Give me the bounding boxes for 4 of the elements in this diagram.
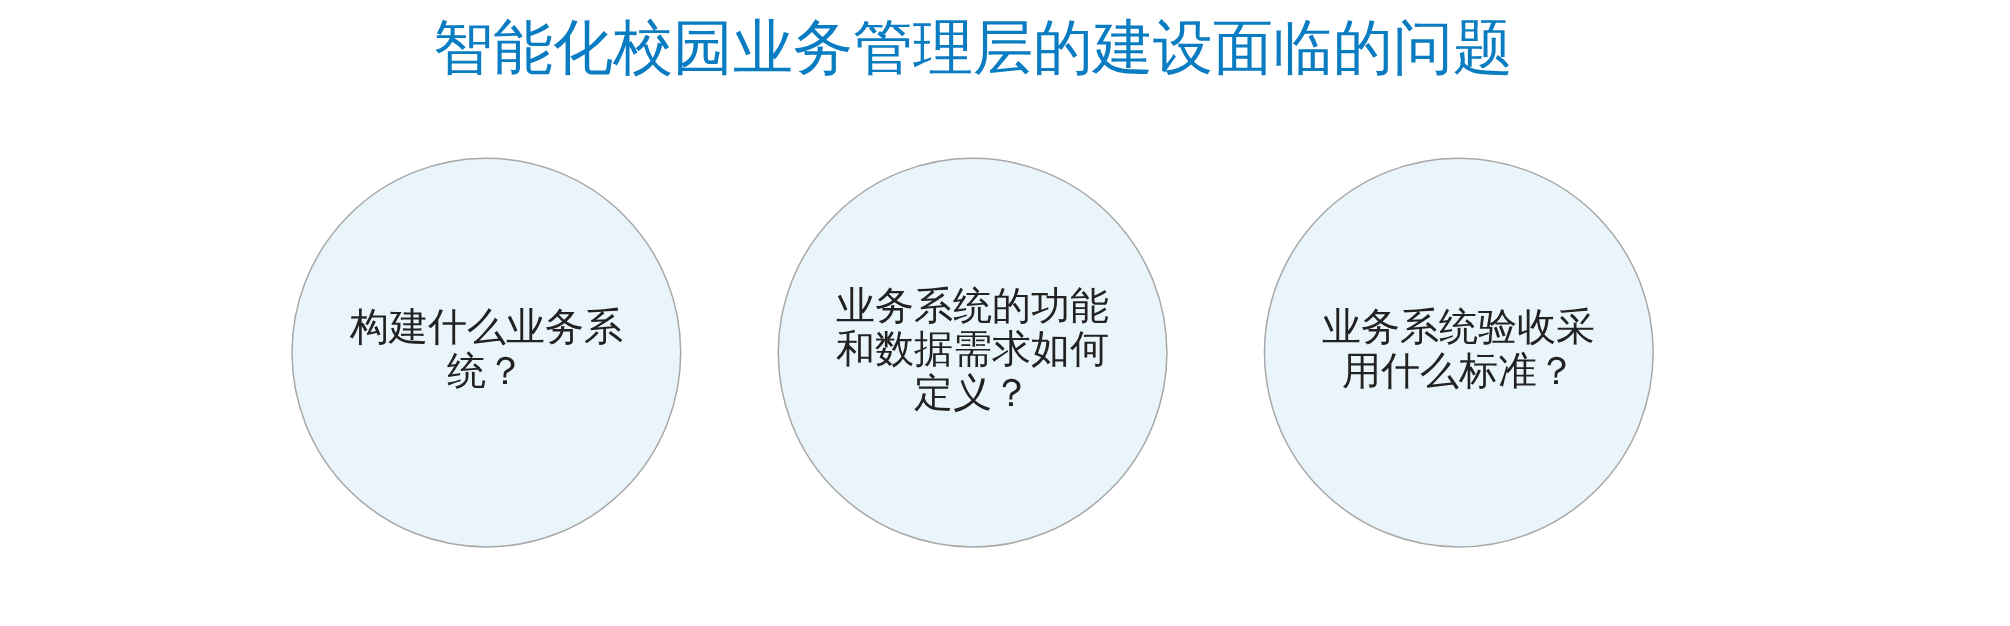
node-circle: 构建什么业务系统？	[291, 157, 682, 548]
node-circle: 业务系统验收采用什么标准？	[1263, 157, 1654, 548]
node-circle: 业务系统的功能和数据需求如何定义？	[777, 157, 1168, 548]
diagram-title: 智能化校园业务管理层的建设面临的问题	[432, 12, 1513, 83]
